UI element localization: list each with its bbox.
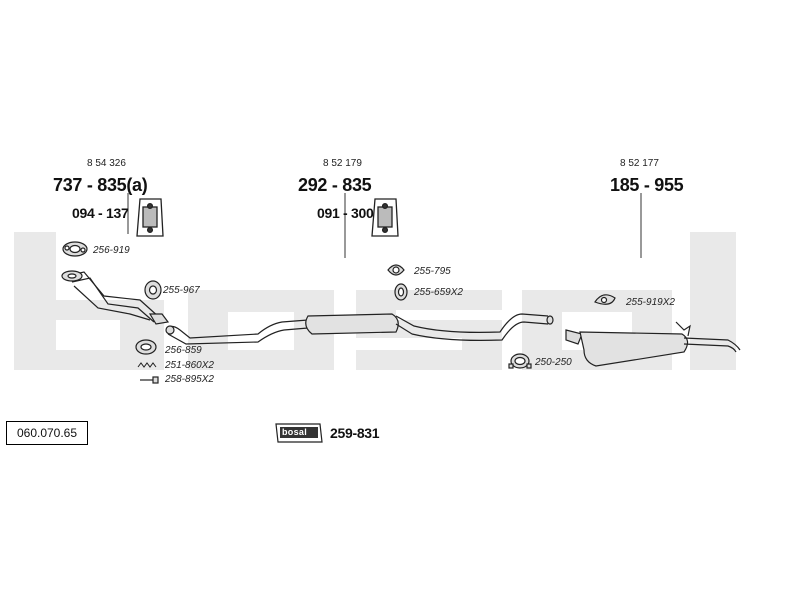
part-label-255-967: 255-967 — [163, 285, 200, 296]
hanger-bracket-1 — [136, 198, 164, 237]
kit-badge-text: bosal — [282, 427, 308, 437]
ref-label-2: 8 52 179 — [323, 158, 362, 169]
part-label-255-919: 255-919X2 — [626, 297, 675, 308]
part-number-sub-1: 094 - 137 — [72, 205, 129, 221]
clamp-250-250-icon — [508, 353, 532, 369]
part-label-256-859: 256-859 — [165, 345, 202, 356]
center-pipe-with-silencer — [165, 313, 554, 345]
gasket-255-795-icon — [387, 264, 405, 276]
part-label-255-795: 255-795 — [414, 266, 451, 277]
ring-256-859-icon — [135, 339, 157, 355]
part-number-main-1: 737 - 835(a) — [53, 175, 148, 195]
part-number-main-3: 185 - 955 — [610, 175, 684, 195]
kit-part-number: 259-831 — [330, 425, 380, 441]
hanger-bracket-2 — [371, 198, 399, 237]
rubber-mount-255-967-icon — [144, 280, 162, 300]
rubber-mount-255-919-icon — [594, 294, 616, 305]
rear-silencer — [565, 321, 741, 367]
kit-badge-icon — [275, 423, 323, 443]
ring-255-659-icon — [394, 283, 408, 301]
gasket-256-919-icon — [62, 241, 88, 257]
leader-lines — [127, 193, 642, 258]
front-pipe — [61, 270, 170, 325]
part-label-258-895: 258-895X2 — [165, 374, 214, 385]
part-number-sub-2: 091 - 300 — [317, 205, 374, 221]
part-label-255-659: 255-659X2 — [414, 287, 463, 298]
ref-label-3: 8 52 177 — [620, 158, 659, 169]
bolt-258-895-icon — [140, 376, 159, 384]
part-number-main-2: 292 - 835 — [298, 175, 372, 195]
part-label-250-250: 250-250 — [535, 357, 572, 368]
part-label-251-860: 251-860X2 — [165, 360, 214, 371]
catalog-number-box: 060.070.65 — [6, 421, 88, 445]
part-label-256-919: 256-919 — [93, 245, 130, 256]
spring-251-860-icon — [137, 362, 157, 368]
ref-label-1: 8 54 326 — [87, 158, 126, 169]
